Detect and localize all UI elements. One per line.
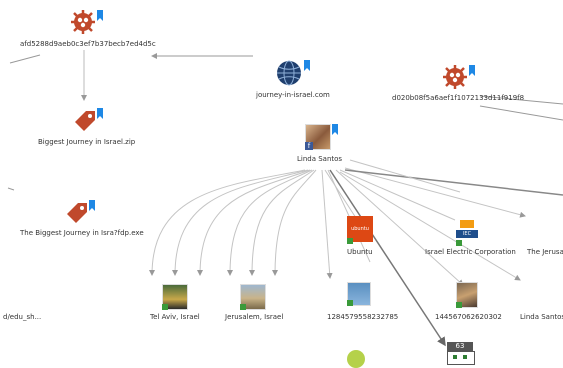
domain-label: journey-in-israel.com: [256, 91, 330, 99]
bookmark-flag-icon: [304, 60, 310, 71]
photo2-label: 144567062620302: [435, 313, 502, 321]
source-icon: [347, 300, 353, 306]
ubuntu-label: Ubuntu: [347, 248, 373, 256]
source-icon: [347, 238, 353, 244]
file-node-zip[interactable]: [73, 108, 103, 136]
person-node[interactable]: f: [305, 124, 338, 154]
globe-icon: [277, 60, 301, 86]
iec-label: Israel Electric Corporation: [425, 248, 516, 256]
malware-hash2-label: d020b08f5a6aef1f1072133d11f919f8: [392, 94, 525, 102]
ubuntu-logo: ubuntu: [347, 216, 373, 242]
photo-thumbnail: [347, 282, 371, 306]
iec-logo: IEC: [456, 220, 478, 240]
file-exe-label: The Biggest Journey in Isra?fdp.exe: [20, 229, 144, 237]
photo-node-1[interactable]: [347, 282, 373, 308]
person2-label: Linda Santos: [520, 313, 563, 321]
bookmark-flag-icon: [97, 10, 103, 21]
bookmark-flag-icon: [89, 200, 95, 211]
source-icon: [162, 304, 168, 310]
source-icon: [456, 302, 462, 308]
jerusalem-partial-label: The Jerusal: [527, 248, 563, 256]
tag-icon: [67, 203, 87, 223]
bookmark-flag-icon: [332, 124, 338, 135]
count-badge: 63: [447, 342, 473, 351]
bookmark-flag-icon: [469, 65, 475, 76]
malware-node-hash2[interactable]: [443, 65, 475, 93]
source-icon: [240, 304, 246, 310]
telaviv-label: Tel Aviv, Israel: [150, 313, 200, 321]
place-photo: [240, 284, 266, 310]
virus-icon: [443, 65, 467, 89]
source-icon: [456, 240, 462, 246]
place-photo: [162, 284, 188, 310]
photo1-label: 1284579558232785: [327, 313, 399, 321]
tag-icon: [75, 111, 95, 131]
facebook-icon: f: [305, 142, 313, 150]
photo-node-2[interactable]: [456, 282, 482, 308]
place-node-telaviv[interactable]: [162, 284, 188, 310]
virus-icon: [71, 10, 95, 34]
person-label: Linda Santos: [297, 155, 343, 163]
malware-node-hash1[interactable]: [71, 10, 103, 38]
bookmark-flag-icon: [97, 108, 103, 119]
place-node-jerusalem[interactable]: [240, 284, 266, 310]
domain-node[interactable]: [276, 60, 310, 90]
org-node-iec[interactable]: IEC: [454, 220, 484, 248]
file-node-exe[interactable]: [65, 200, 95, 228]
file-zip-label: Biggest Journey in Israel.zip: [38, 138, 136, 146]
jerusalem-label: Jerusalem, Israel: [225, 313, 284, 321]
org-node-ubuntu[interactable]: ubuntu: [347, 216, 377, 246]
malware-hash1-label: afd5288d9aeb0c3ef7b37becb7ed4d5c: [20, 40, 156, 48]
photo-thumbnail: [456, 282, 478, 308]
edu-partial-label: d/edu_sh...: [3, 313, 42, 321]
partial-green-node[interactable]: [347, 350, 365, 368]
